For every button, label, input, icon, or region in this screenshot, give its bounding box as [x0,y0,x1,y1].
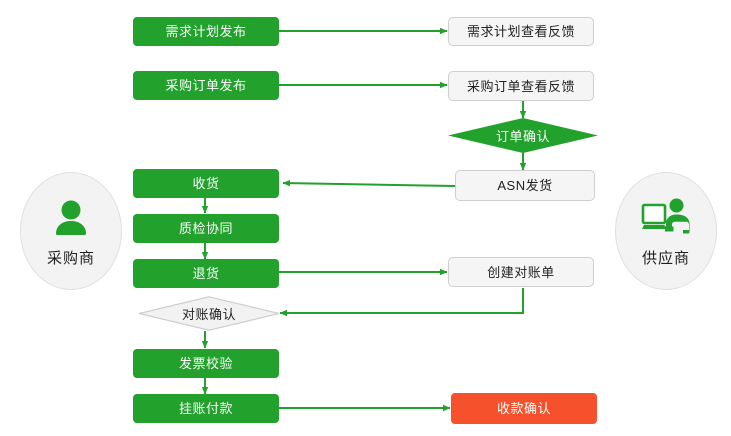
node-po-feedback[interactable]: 采购订单查看反馈 [448,71,594,101]
actor-buyer-label: 采购商 [46,249,95,267]
user-at-computer-icon [640,195,692,245]
node-receive-goods[interactable]: 收货 [133,169,279,198]
actor-supplier-label: 供应商 [641,249,690,267]
actor-buyer[interactable]: 采购商 [20,172,122,290]
actor-supplier[interactable]: 供应商 [615,172,717,290]
node-asn-ship[interactable]: ASN发货 [455,170,595,201]
node-demand-plan-feedback[interactable]: 需求计划查看反馈 [448,17,594,46]
node-payable-payment[interactable]: 挂账付款 [133,394,279,423]
node-po-publish[interactable]: 采购订单发布 [133,71,279,100]
diamond-shape-green [448,118,598,153]
node-payment-confirm[interactable]: 收款确认 [451,393,597,424]
node-statement-confirm[interactable]: 对账确认 [138,296,280,331]
node-demand-plan-publish[interactable]: 需求计划发布 [133,17,279,46]
user-avatar-icon [45,195,97,245]
edge-statement-to-confirm [279,288,524,317]
node-return-goods[interactable]: 退货 [133,259,279,288]
node-create-statement[interactable]: 创建对账单 [448,257,594,287]
edge-asn-to-receive [282,179,456,187]
diamond-shape-plain [138,296,280,331]
node-invoice-verify[interactable]: 发票校验 [133,349,279,378]
node-order-confirm[interactable]: 订单确认 [448,118,598,153]
node-quality-check[interactable]: 质检协同 [133,214,279,243]
